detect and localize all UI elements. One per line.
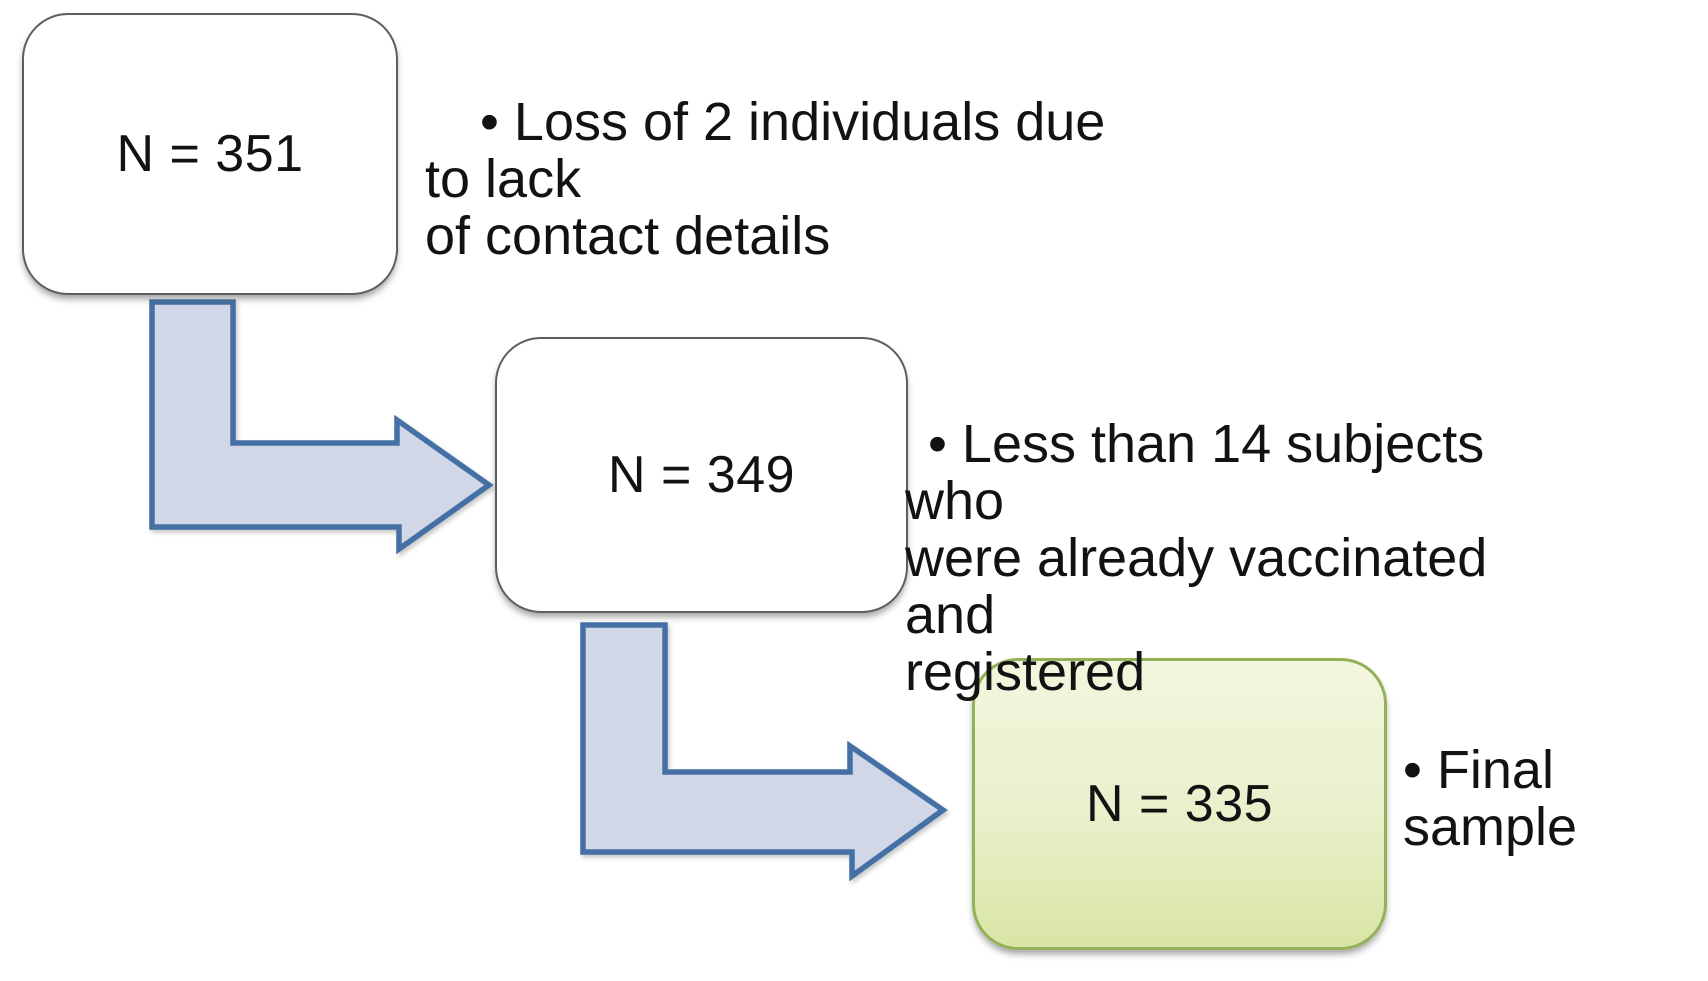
annotation-loss-of-contact: • Loss of 2 individuals due to lack of c… — [425, 92, 1106, 266]
flow-node-label: N = 349 — [607, 446, 796, 504]
bent-arrow-2-icon — [580, 622, 948, 882]
flow-node-after-contact-loss: N = 349 — [495, 337, 908, 613]
flow-node-label: N = 351 — [116, 125, 304, 183]
annotation-already-vaccinated: • Less than 14 subjects who were already… — [905, 414, 1488, 702]
flow-node-label: N = 335 — [1085, 775, 1274, 833]
bent-arrow-1-icon — [149, 299, 494, 555]
flow-node-initial-sample: N = 351 — [22, 13, 398, 295]
annotation-final-sample: • Final sample — [1403, 740, 1578, 857]
flow-node-final-sample: N = 335 — [972, 658, 1387, 950]
